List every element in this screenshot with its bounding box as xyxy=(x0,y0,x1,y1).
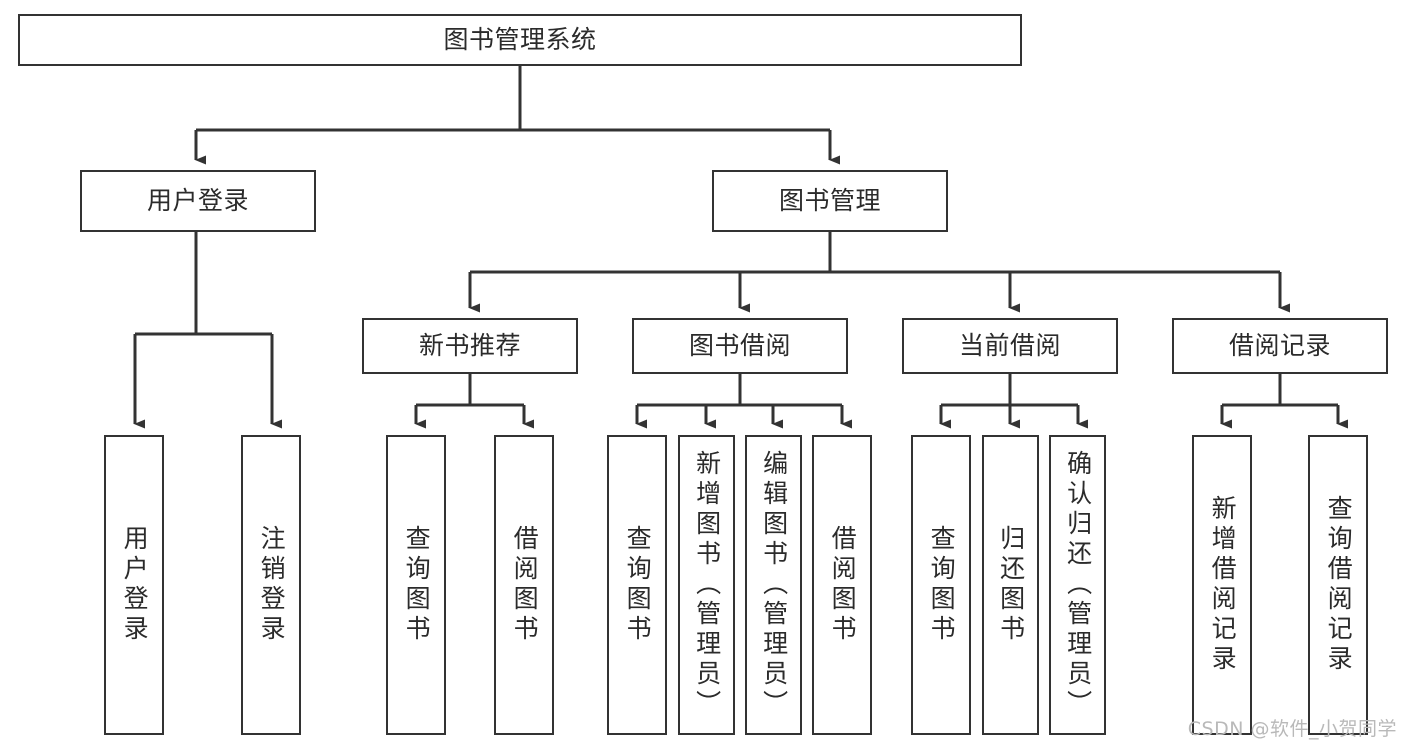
node-root-label: 图书管理系统 xyxy=(443,25,597,55)
node-leaf-add-borrow-record-label: 新增借阅记录 xyxy=(1208,495,1238,675)
node-leaf-borrow-book-new[interactable]: 借阅图书 xyxy=(494,435,554,735)
node-leaf-logout[interactable]: 注销登录 xyxy=(241,435,301,735)
node-leaf-query-borrow-record[interactable]: 查询借阅记录 xyxy=(1308,435,1368,735)
node-leaf-borrow-book-new-label: 借阅图书 xyxy=(510,525,540,645)
node-root[interactable]: 图书管理系统 xyxy=(18,14,1022,66)
node-leaf-query-book[interactable]: 查询图书 xyxy=(607,435,667,735)
node-leaf-borrow-book[interactable]: 借阅图书 xyxy=(812,435,872,735)
node-leaf-confirm-return[interactable]: 确认归还（管理员） xyxy=(1049,435,1106,735)
node-leaf-user-login[interactable]: 用户登录 xyxy=(104,435,164,735)
node-new-book-recommend[interactable]: 新书推荐 xyxy=(362,318,578,374)
node-leaf-query-book-current-label: 查询图书 xyxy=(927,525,957,645)
node-leaf-query-book-new[interactable]: 查询图书 xyxy=(386,435,446,735)
node-leaf-query-book-new-label: 查询图书 xyxy=(402,525,432,645)
node-leaf-edit-book-label: 编辑图书（管理员） xyxy=(759,450,789,720)
node-current-borrow-label: 当前借阅 xyxy=(958,331,1061,361)
node-user-login[interactable]: 用户登录 xyxy=(80,170,316,232)
node-book-borrow[interactable]: 图书借阅 xyxy=(632,318,848,374)
node-leaf-borrow-book-label: 借阅图书 xyxy=(828,525,858,645)
node-leaf-return-book[interactable]: 归还图书 xyxy=(982,435,1039,735)
node-leaf-return-book-label: 归还图书 xyxy=(996,525,1026,645)
node-current-borrow[interactable]: 当前借阅 xyxy=(902,318,1118,374)
node-leaf-confirm-return-label: 确认归还（管理员） xyxy=(1063,450,1093,720)
node-leaf-logout-label: 注销登录 xyxy=(257,525,287,645)
node-leaf-query-book-label: 查询图书 xyxy=(623,525,653,645)
csdn-watermark: CSDN @软件_小贺同学 xyxy=(1187,718,1397,740)
node-borrow-record[interactable]: 借阅记录 xyxy=(1172,318,1388,374)
node-leaf-add-book-label: 新增图书（管理员） xyxy=(692,450,722,720)
node-leaf-add-book[interactable]: 新增图书（管理员） xyxy=(678,435,735,735)
node-user-login-label: 用户登录 xyxy=(146,186,249,216)
node-leaf-user-login-label: 用户登录 xyxy=(120,525,150,645)
node-borrow-record-label: 借阅记录 xyxy=(1228,331,1331,361)
node-leaf-edit-book[interactable]: 编辑图书（管理员） xyxy=(745,435,802,735)
node-book-management[interactable]: 图书管理 xyxy=(712,170,948,232)
node-leaf-query-book-current[interactable]: 查询图书 xyxy=(911,435,971,735)
node-new-book-recommend-label: 新书推荐 xyxy=(418,331,521,361)
node-book-borrow-label: 图书借阅 xyxy=(688,331,791,361)
node-book-management-label: 图书管理 xyxy=(778,186,881,216)
node-leaf-add-borrow-record[interactable]: 新增借阅记录 xyxy=(1192,435,1252,735)
node-leaf-query-borrow-record-label: 查询借阅记录 xyxy=(1324,495,1354,675)
